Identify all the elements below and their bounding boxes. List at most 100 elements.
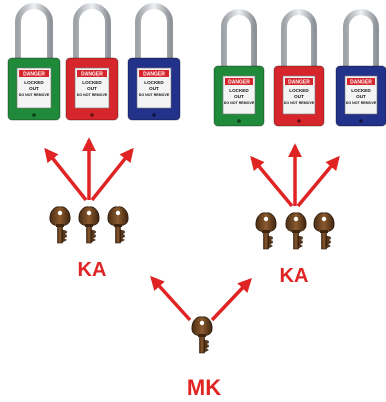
arrow-mk-right <box>210 277 252 322</box>
lock-tag-line: LOCKED <box>229 88 249 93</box>
key-shaft <box>86 224 92 244</box>
key-ka-right-2 <box>285 212 307 250</box>
key-bow <box>49 206 71 227</box>
key-collar <box>56 224 64 227</box>
lock-tag-line: LOCKED <box>24 80 44 85</box>
danger-text: DANGER <box>23 72 45 78</box>
danger-text: DANGER <box>81 72 103 78</box>
shackle <box>73 3 111 62</box>
key-teeth <box>91 229 96 243</box>
key-hole <box>263 216 269 222</box>
key-collar <box>85 224 93 227</box>
key-collar <box>114 224 122 227</box>
shackle <box>15 3 53 62</box>
danger-text: DANGER <box>228 80 250 86</box>
key-hole <box>321 216 327 222</box>
key-teeth <box>204 339 209 353</box>
keyhole <box>152 113 156 117</box>
lock-tag-line: LOCKED <box>351 88 371 93</box>
keys <box>49 206 335 354</box>
mk-label: MK <box>186 375 222 400</box>
key-hole <box>293 216 299 222</box>
keyhole <box>32 113 36 117</box>
danger-text: DANGER <box>350 80 372 86</box>
lock-tag-line: DO NOT REMOVE <box>139 93 170 97</box>
ka-left-label: KA <box>77 259 107 281</box>
lock-tag-line: LOCKED <box>289 88 309 93</box>
arrow-ka-left-3 <box>90 147 134 202</box>
shackle <box>221 9 257 70</box>
lock-tag-line: OUT <box>294 94 304 99</box>
key-mk <box>191 316 213 354</box>
lock-tag-line: DO NOT REMOVE <box>77 93 108 97</box>
key-teeth <box>298 235 303 249</box>
keyhole <box>359 119 363 123</box>
key-ka-right-3 <box>313 212 335 250</box>
key-teeth <box>268 235 273 249</box>
shackle <box>343 9 379 70</box>
lock-tag-line: OUT <box>356 94 366 99</box>
key-bow <box>107 206 129 227</box>
lock-tag-line: OUT <box>234 94 244 99</box>
lock-tag-line: DO NOT REMOVE <box>284 101 315 105</box>
key-shaft <box>293 230 299 250</box>
arrow-ka-left-1 <box>44 147 88 202</box>
shackle <box>135 3 173 62</box>
danger-header <box>77 70 107 77</box>
key-ka-left-1 <box>49 206 71 244</box>
danger-header <box>225 78 253 85</box>
keyhole <box>90 113 94 117</box>
key-hole <box>57 210 63 216</box>
arrow-ka-right-3 <box>296 155 340 208</box>
key-collar <box>262 230 270 233</box>
lock-tag-line: OUT <box>149 86 159 91</box>
lock-tag-line: LOCKED <box>144 80 164 85</box>
lock-tag-line: OUT <box>87 86 97 91</box>
key-bow <box>78 206 100 227</box>
lock-tag-line: LOCKED <box>82 80 102 85</box>
danger-header <box>139 70 169 77</box>
lock-tag-line: OUT <box>29 86 39 91</box>
lock-tag-line: DO NOT REMOVE <box>346 101 377 105</box>
key-ka-left-3 <box>107 206 129 244</box>
key-shaft <box>263 230 269 250</box>
key-shaft <box>57 224 63 244</box>
key-shaft <box>321 230 327 250</box>
key-ka-right-1 <box>255 212 277 250</box>
key-bow <box>191 316 213 337</box>
key-ka-left-2 <box>78 206 100 244</box>
danger-header <box>347 78 375 85</box>
key-bow <box>255 212 277 233</box>
key-shaft <box>199 334 205 354</box>
key-teeth <box>326 235 331 249</box>
lock-tag-line: DO NOT REMOVE <box>224 101 255 105</box>
keyhole <box>237 119 241 123</box>
danger-header <box>19 70 49 77</box>
key-hole <box>86 210 92 216</box>
danger-text: DANGER <box>288 80 310 86</box>
arrows <box>44 137 340 322</box>
key-bow <box>285 212 307 233</box>
key-collar <box>292 230 300 233</box>
shackle <box>281 9 317 70</box>
key-hole <box>115 210 121 216</box>
key-collar <box>198 334 206 337</box>
danger-header <box>285 78 313 85</box>
arrow-mk-left <box>150 275 192 322</box>
key-shaft <box>115 224 121 244</box>
lock-tag-line: DO NOT REMOVE <box>19 93 50 97</box>
arrow-ka-right-1 <box>250 155 294 208</box>
key-bow <box>313 212 335 233</box>
keyhole <box>297 119 301 123</box>
danger-text: DANGER <box>143 72 165 78</box>
ka-right-label: KA <box>279 265 309 287</box>
